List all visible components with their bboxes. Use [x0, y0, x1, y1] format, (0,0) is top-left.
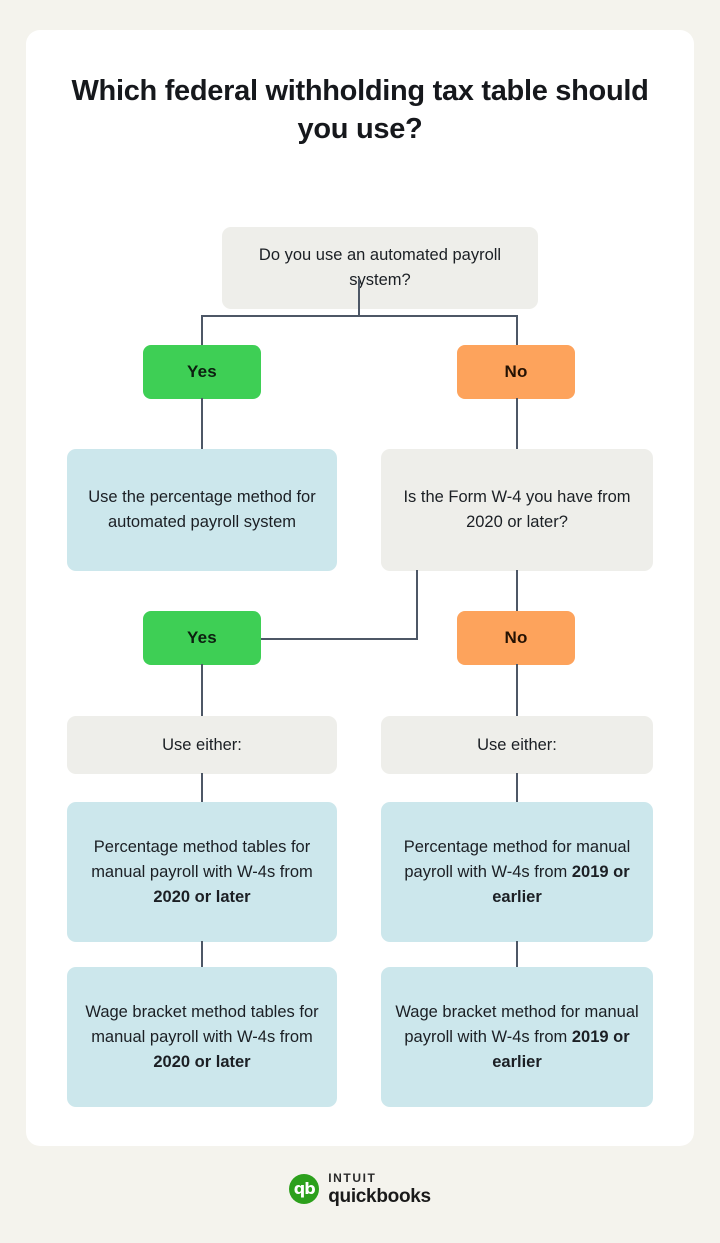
result-right-wage-bracket-normal: Wage bracket method for manual payroll w…: [395, 1002, 639, 1046]
result-left-percentage-box: Percentage method tables for manual payr…: [67, 802, 337, 942]
connector-yes-w4-to-use-either: [201, 664, 203, 718]
quickbooks-wordmark: INTUIT quickbooks: [328, 1172, 431, 1206]
connector-w4-yes-elbow: [260, 638, 418, 640]
result-right-percentage-text: Percentage method for manual payroll wit…: [395, 835, 639, 910]
intuit-wordmark: INTUIT: [328, 1171, 377, 1185]
quickbooks-logo: qb INTUIT quickbooks: [0, 1172, 720, 1206]
qb-monogram: qb: [293, 1179, 316, 1198]
connector-use-either-right-to-percentage: [516, 773, 518, 804]
use-either-right-box: Use either:: [381, 716, 653, 774]
result-right-percentage-normal: Percentage method for manual payroll wit…: [403, 837, 631, 881]
result-right-wage-bracket-box: Wage bracket method for manual payroll w…: [381, 967, 653, 1107]
branch-no-w4-label: No: [504, 628, 528, 647]
result-left-wage-bracket-normal: Wage bracket method tables for manual pa…: [85, 1002, 319, 1046]
use-either-left-box: Use either:: [67, 716, 337, 774]
connector-use-either-left-to-percentage: [201, 773, 203, 804]
use-either-left-text: Use either:: [162, 735, 242, 754]
result-right-wage-bracket-bold: 2019 or earlier: [492, 1027, 630, 1071]
branch-no-w4[interactable]: No: [457, 611, 575, 665]
connector-yes-to-automated-result: [201, 398, 203, 451]
root-question-box: Do you use an automated payroll system?: [222, 227, 538, 309]
branch-yes-w4[interactable]: Yes: [143, 611, 261, 665]
result-right-percentage-bold: 2019 or earlier: [492, 862, 630, 906]
result-right-wage-bracket-text: Wage bracket method for manual payroll w…: [395, 1000, 639, 1075]
result-left-percentage-bold: 2020 or later: [153, 887, 251, 906]
w4-question-box: Is the Form W-4 you have from 2020 or la…: [381, 449, 653, 571]
connector-root-to-no: [516, 315, 518, 347]
result-right-percentage-box: Percentage method for manual payroll wit…: [381, 802, 653, 942]
branch-no-automated[interactable]: No: [457, 345, 575, 399]
result-left-percentage-normal: Percentage method tables for manual payr…: [91, 837, 313, 881]
branch-yes-w4-label: Yes: [187, 628, 217, 647]
automated-result-box: Use the percentage method for automated …: [67, 449, 337, 571]
branch-yes-automated-label: Yes: [187, 362, 217, 381]
connector-root-stem: [358, 279, 360, 317]
result-left-wage-bracket-box: Wage bracket method tables for manual pa…: [67, 967, 337, 1107]
connector-no-w4-to-use-either: [516, 664, 518, 718]
result-left-percentage-text: Percentage method tables for manual payr…: [81, 835, 323, 910]
quickbooks-wordmark-text: quickbooks: [328, 1186, 431, 1207]
connector-right-percentage-to-wage-bracket: [516, 941, 518, 969]
connector-root-bar: [201, 315, 518, 317]
result-left-wage-bracket-bold: 2020 or later: [153, 1052, 251, 1071]
root-question-text: Do you use an automated payroll system?: [258, 246, 502, 289]
branch-yes-automated[interactable]: Yes: [143, 345, 261, 399]
connector-w4-yes-drop: [416, 570, 418, 640]
quickbooks-logo-icon: qb: [289, 1174, 320, 1204]
connector-left-percentage-to-wage-bracket: [201, 941, 203, 969]
automated-result-text: Use the percentage method for automated …: [88, 488, 316, 531]
connector-no-to-w4-question: [516, 398, 518, 451]
page-title: Which federal withholding tax table shou…: [71, 75, 649, 145]
branch-no-automated-label: No: [504, 362, 528, 381]
result-left-wage-bracket-text: Wage bracket method tables for manual pa…: [81, 1000, 323, 1075]
use-either-right-text: Use either:: [477, 735, 557, 754]
content-card: Which federal withholding tax table shou…: [26, 30, 694, 1146]
connector-root-to-yes: [201, 315, 203, 347]
connector-w4-to-no: [516, 570, 518, 613]
w4-question-text: Is the Form W-4 you have from 2020 or la…: [403, 488, 631, 531]
